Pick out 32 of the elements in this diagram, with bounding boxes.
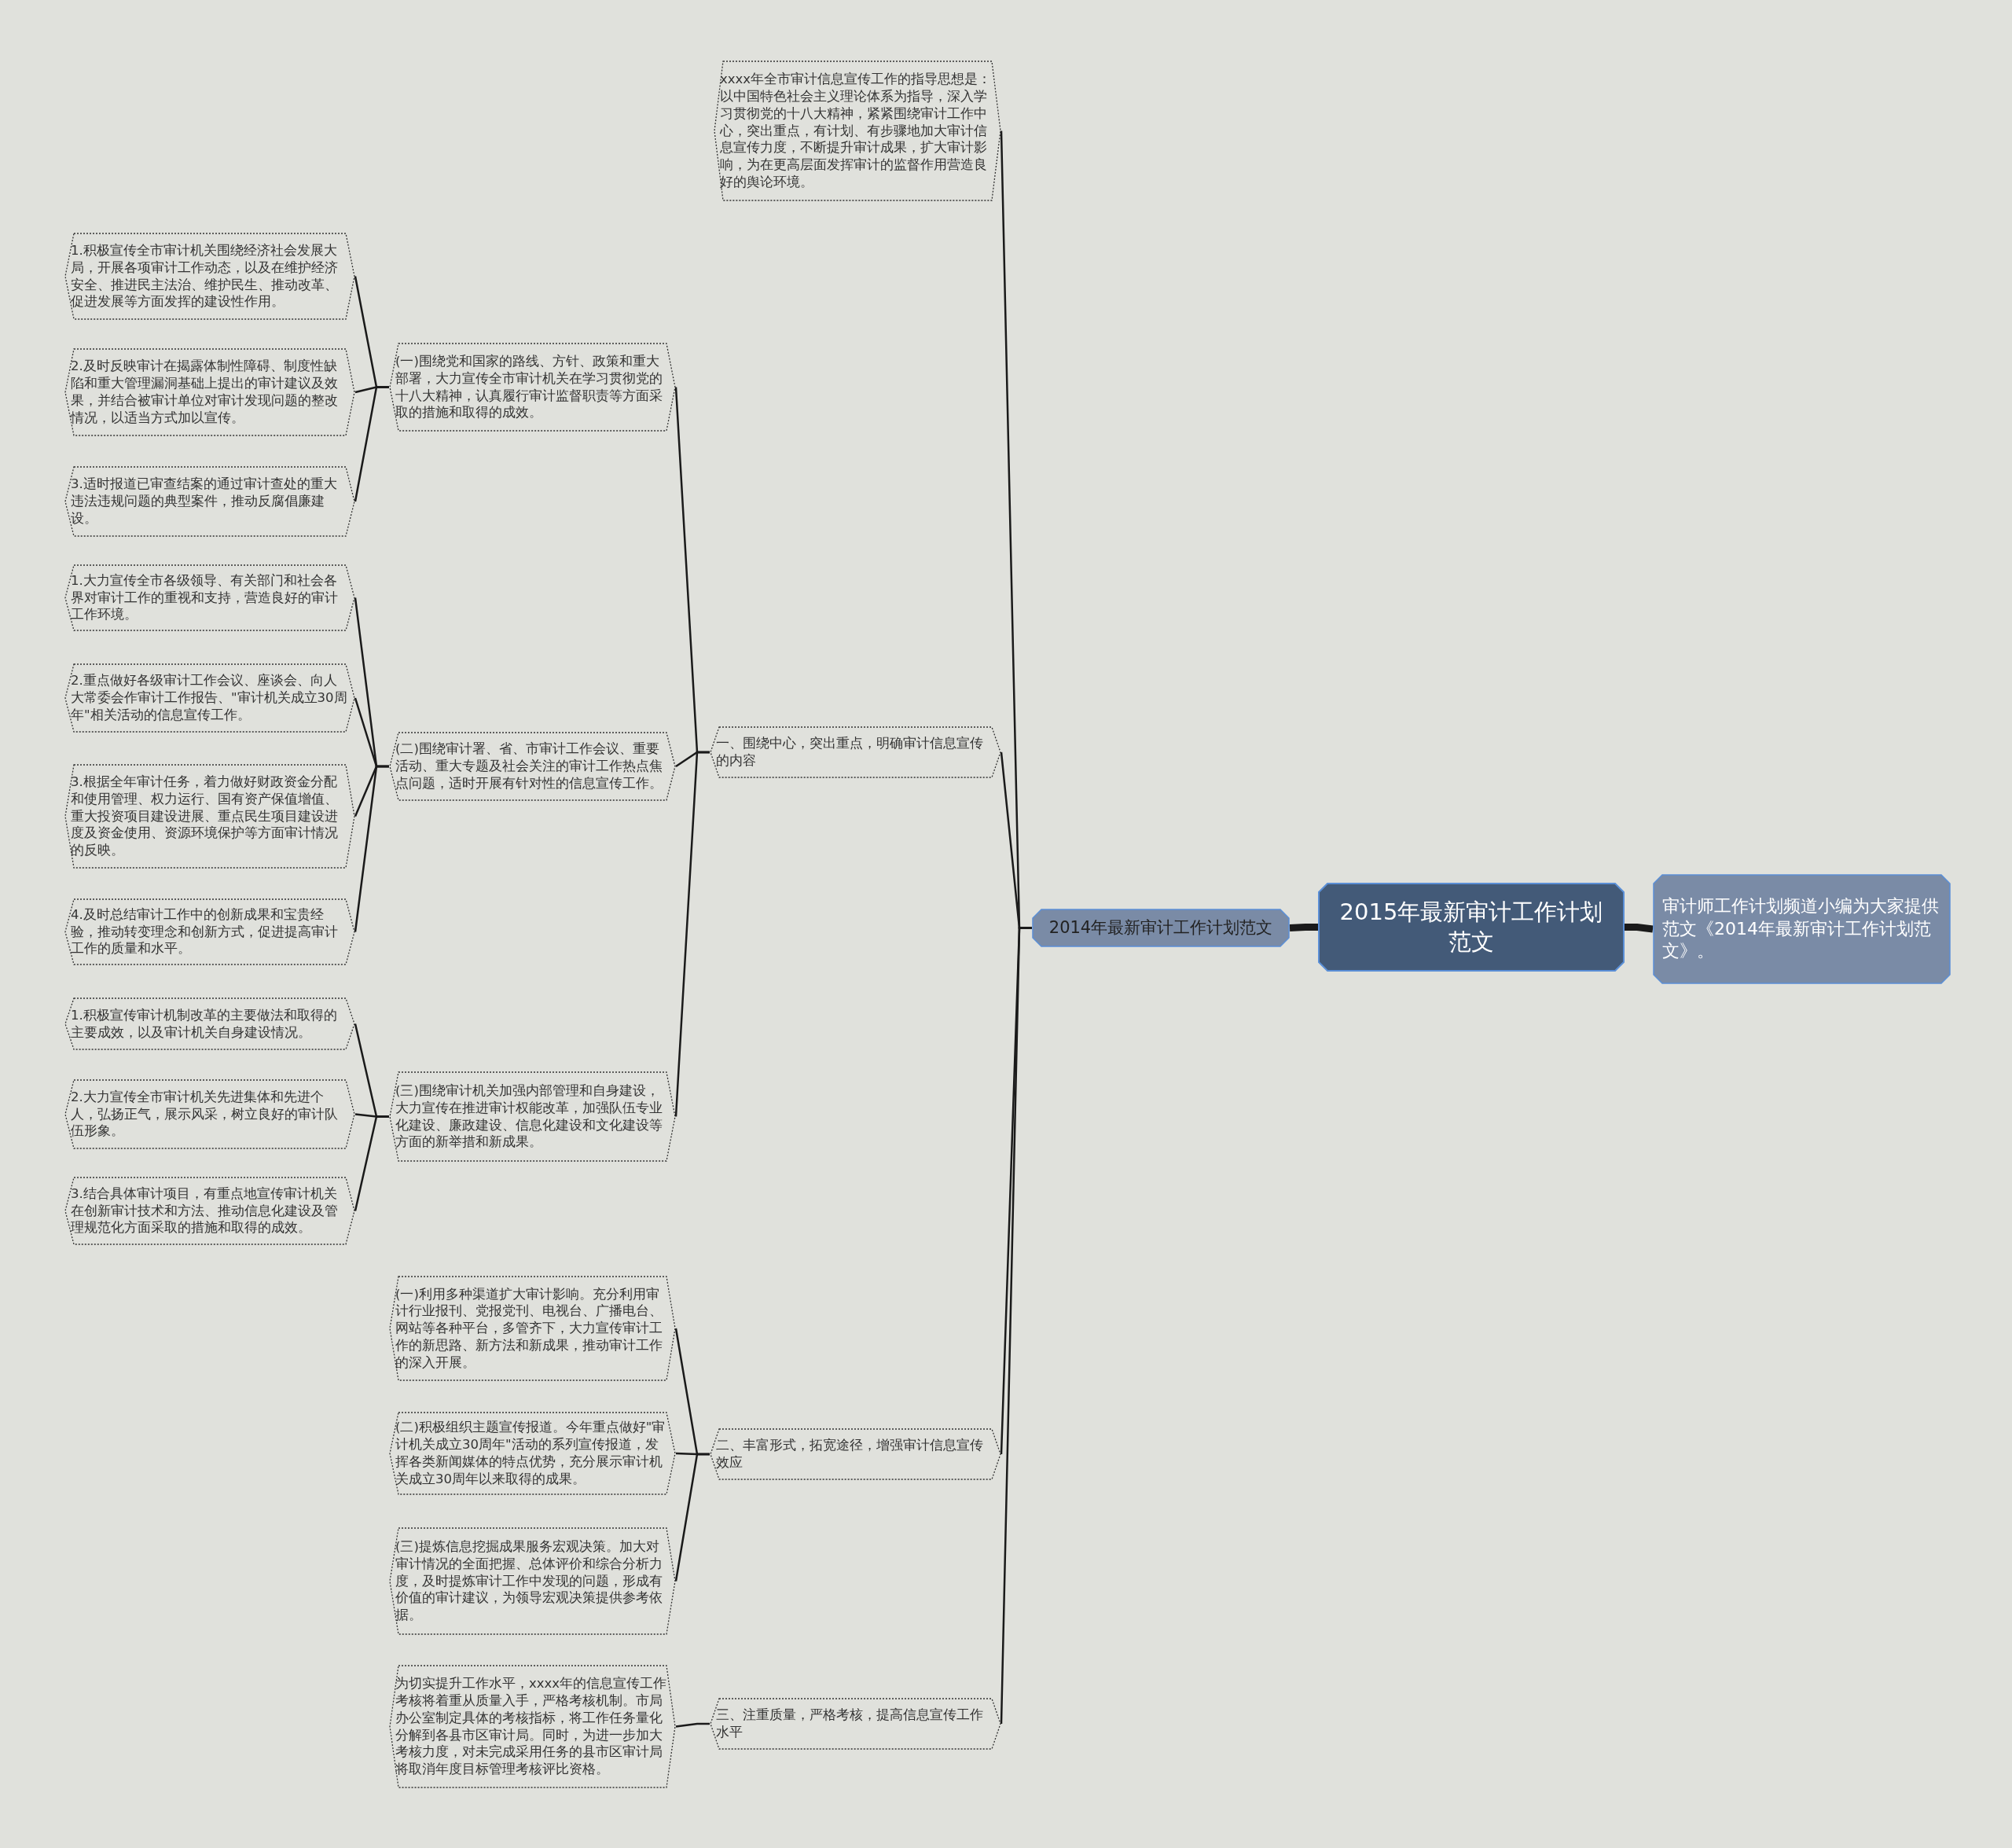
text-box: 2.及时反映审计在揭露体制性障碍、制度性缺陷和重大管理漏洞基础上提出的审计建议及效果，并结合被审计单位对审计发现问题的整改情况，以适当方式加以宣传。: [64, 348, 355, 436]
connector-line: [354, 386, 389, 502]
connector-line: [675, 1722, 710, 1728]
text-box: (二)积极组织主题宣传报道。今年重点做好"审计机关成立30周年"活动的系列宣传报道，发挥各类新闻媒体的特点优势，充分展示审计机关成立30周年以来取得的成果。: [389, 1412, 676, 1495]
connector-line: [354, 765, 389, 932]
text-box: (一)利用多种渠道扩大审计影响。充分利用审计行业报刊、党报党刊、电视台、广播电台、网站等各种平台，多管齐下，大力宣传审计工作的新思路、新方法和新成果，推动审计工作的深入开展。: [389, 1276, 676, 1381]
connector-line: [1625, 924, 1654, 933]
text-box: (三)围绕审计机关加强内部管理和自身建设，大力宣传在推进审计权能改革，加强队伍专业化建设、廉政建设、信息化建设和文化建设等方面的新举措和新成果。: [389, 1071, 676, 1162]
text-box: 3.根据全年审计任务，着力做好财政资金分配和使用管理、权力运行、国有资产保值增值、重大投资项目建设进展、重点民生项目建设进度及资金使用、资源环境保护等方面审计情况的反映。: [64, 764, 355, 869]
text-box: 1.大力宣传全市各级领导、有关部门和社会各界对审计工作的重视和支持，营造良好的审计工作环境。: [64, 564, 355, 631]
text-box: (二)围绕审计署、省、市审计工作会议、重要活动、重大专题及社会关注的审计工作热点焦点问题，适时开展有针对性的信息宣传工作。: [389, 732, 676, 801]
connector-line: [1289, 924, 1318, 931]
connector-line: [674, 751, 710, 1117]
text-box: 2.重点做好各级审计工作会议、座谈会、向人大常委会作审计工作报告、"审计机关成立30周年"相关活动的信息宣传工作。: [64, 663, 355, 733]
text-box: 三、注重质量，严格考核，提高信息宣传工作水平: [710, 1698, 1001, 1750]
text-box: 二、丰富形式，拓宽途径，增强审计信息宣传效应: [710, 1428, 1001, 1480]
root-topic-box: 2015年最新审计工作计划范文: [1318, 883, 1625, 972]
text-box: 3.适时报道已审查结案的通过审计查处的重大违法违规问题的典型案件，推动反腐倡廉建设。: [64, 466, 355, 537]
topic-box: 2014年最新审计工作计划范文: [1032, 909, 1290, 947]
text-box: 一、围绕中心，突出重点，明确审计信息宣传的内容: [710, 726, 1001, 778]
connector-line: [674, 1453, 710, 1582]
text-box: 3.结合具体审计项目，有重点地宣传审计机关在创新审计技术和方法、推动信息化建设及管理规范化方面采取的措施和取得的成效。: [64, 1177, 355, 1245]
note-box: 审计师工作计划频道小编为大家提供范文《2014年最新审计工作计划范文》。: [1653, 874, 1951, 984]
text-box: (三)提炼信息挖掘成果服务宏观决策。加大对审计情况的全面把握、总体评价和综合分析力度，及时提炼审计工作中发现的问题，形成有价值的审计建议，为领导宏观决策提供参考依据。: [389, 1527, 676, 1635]
text-box: 1.积极宣传全市审计机关围绕经济社会发展大局，开展各项审计工作动态，以及在维护经济安全、推进民主法治、维护民生、推动改革、促进发展等方面发挥的建设性作用。: [64, 233, 355, 320]
text-box: xxxx年全市审计信息宣传工作的指导思想是：以中国特色社会主义理论体系为指导，深入学习贯彻党的十八大精神，紧紧围绕审计工作中心，突出重点，有计划、有步骤地加大审计信息宣传力度，不断提升审计成果，扩大审计影响，为在更高层面发挥审计的监督作用营造良好的舆论环境。: [714, 61, 1001, 201]
text-box: 2.大力宣传全市审计机关先进集体和先进个人，弘扬正气，展示风采，树立良好的审计队伍形象。: [64, 1079, 355, 1149]
text-box: (一)围绕党和国家的路线、方针、政策和重大部署，大力宣传全市审计机关在学习贯彻党的十八大精神，认真履行审计监督职责等方面采取的措施和取得的成效。: [389, 343, 676, 432]
text-box: 4.及时总结审计工作中的创新成果和宝贵经验，推动转变理念和创新方式，促进提高审计工作的质量和水平。: [64, 898, 355, 965]
connector-line: [354, 1115, 389, 1211]
text-box: 为切实提升工作水平，xxxx年的信息宣传工作考核将着重从质量入手，严格考核机制。市局办公室制定具体的考核指标，将工作任务量化分解到各县市区审计局。同时，为进一步加大考核力度，对未完成采用任务的县市区审计局将取消年度目标管理考核评比资格。: [389, 1665, 676, 1788]
text-box: 1.积极宣传审计机制改革的主要做法和取得的主要成效，以及审计机关自身建设情况。: [64, 997, 355, 1050]
